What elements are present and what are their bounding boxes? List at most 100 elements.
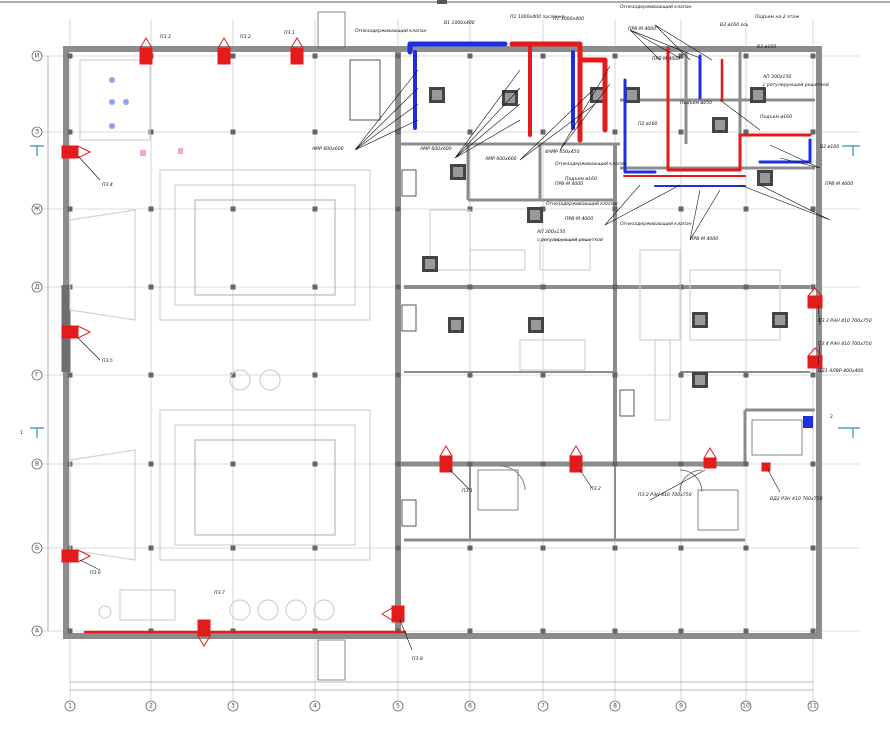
column xyxy=(612,53,618,59)
column xyxy=(467,461,473,467)
svg-text:ПРВ-М 4000: ПРВ-М 4000 xyxy=(565,216,593,222)
column xyxy=(312,284,318,290)
column-axis-6: 6 xyxy=(464,700,476,712)
svg-text:11: 11 xyxy=(809,703,817,710)
grille-icon xyxy=(429,87,445,103)
column xyxy=(67,372,73,378)
column xyxy=(612,372,618,378)
svg-text:В3 ø160: В3 ø160 xyxy=(757,44,776,50)
column xyxy=(612,461,618,467)
heater-pz7-bottom xyxy=(197,619,211,647)
column xyxy=(540,545,546,551)
column xyxy=(395,461,401,467)
svg-text:Подъем ø250: Подъем ø250 xyxy=(680,100,712,106)
svg-text:АМР 600х600: АМР 600х600 xyxy=(484,156,517,162)
svg-text:АМР 600х600: АМР 600х600 xyxy=(311,146,344,152)
column xyxy=(230,461,236,467)
machine-2 xyxy=(159,409,371,561)
grille-icon xyxy=(528,317,544,333)
svg-text:4АМР 450х450: 4АМР 450х450 xyxy=(545,149,580,155)
column xyxy=(148,129,154,135)
diffusers xyxy=(422,87,788,388)
column xyxy=(230,53,236,59)
column xyxy=(678,284,684,290)
column-axis-2: 2 xyxy=(145,700,157,712)
column xyxy=(678,461,684,467)
svg-text:2: 2 xyxy=(149,703,153,710)
grille-icon xyxy=(450,164,466,180)
column xyxy=(312,461,318,467)
grille-icon xyxy=(448,317,464,333)
heater-pz4-left xyxy=(61,145,92,159)
column xyxy=(743,628,749,634)
column xyxy=(148,545,154,551)
column xyxy=(540,284,546,290)
column xyxy=(678,206,684,212)
exhaust-fan-right xyxy=(803,416,813,428)
column xyxy=(395,53,401,59)
grille-icon xyxy=(692,372,708,388)
column xyxy=(540,372,546,378)
column xyxy=(810,129,816,135)
column xyxy=(148,461,154,467)
svg-text:П1 1000х400: П1 1000х400 xyxy=(553,16,584,22)
axis-grid xyxy=(42,20,860,700)
svg-text:ПЗ.4: ПЗ.4 xyxy=(102,182,113,188)
svg-text:ПРВ-М 4000: ПРВ-М 4000 xyxy=(690,236,718,242)
heater-pz1-right xyxy=(703,447,717,469)
column xyxy=(148,372,154,378)
heater-pz2-right xyxy=(761,462,771,472)
svg-text:ПЗ.1: ПЗ.1 xyxy=(462,488,473,494)
svg-text:В: В xyxy=(35,461,39,468)
svg-text:ПЗ.2 РЭН 410 700х750: ПЗ.2 РЭН 410 700х750 xyxy=(638,492,692,498)
column-axis-1: 1 xyxy=(64,700,76,712)
svg-text:ПЗ.7: ПЗ.7 xyxy=(214,590,225,596)
svg-text:В1 1000х400: В1 1000х400 xyxy=(444,20,475,26)
svg-text:4: 4 xyxy=(313,703,317,710)
column xyxy=(678,129,684,135)
heater-pz5-left xyxy=(61,325,92,339)
grille-icon xyxy=(692,312,708,328)
column xyxy=(612,129,618,135)
grille-icon xyxy=(422,256,438,272)
svg-text:Ж: Ж xyxy=(34,206,41,213)
svg-text:ПРВ-М 4000: ПРВ-М 4000 xyxy=(555,181,583,187)
structural-columns xyxy=(67,53,816,634)
svg-text:ПЗ.3 РЭН 410 700х750: ПЗ.3 РЭН 410 700х750 xyxy=(818,318,872,324)
svg-text:АМР 600х600: АМР 600х600 xyxy=(419,146,452,152)
column xyxy=(312,545,318,551)
bottom-dimension-chain xyxy=(70,681,813,691)
column xyxy=(810,461,816,467)
column xyxy=(230,372,236,378)
heater-pz2-top xyxy=(217,37,231,65)
column xyxy=(810,284,816,290)
heater-pz1-mid xyxy=(439,445,453,473)
column xyxy=(743,461,749,467)
svg-text:В2 ø160: В2 ø160 xyxy=(820,144,839,150)
svg-text:с регулирующей решеткой: с регулирующей решеткой xyxy=(537,237,603,243)
column-axis-3: 3 xyxy=(227,700,239,712)
svg-text:ПРВ-М 4000: ПРВ-М 4000 xyxy=(825,181,853,187)
column xyxy=(467,129,473,135)
svg-text:ПЗ.2: ПЗ.2 xyxy=(240,34,251,40)
heater-pz1-top xyxy=(290,37,304,65)
heater-pz2-mid xyxy=(569,445,583,473)
column xyxy=(612,206,618,212)
svg-text:З: З xyxy=(35,129,39,136)
column xyxy=(540,628,546,634)
row-axis-d: Д xyxy=(31,281,43,293)
leader-lines xyxy=(77,24,831,651)
column xyxy=(395,545,401,551)
grille-icon xyxy=(527,207,543,223)
column xyxy=(540,53,546,59)
grille-icon xyxy=(712,117,728,133)
svg-text:АП 300х150: АП 300х150 xyxy=(536,229,565,235)
svg-text:В3 ø160 ось: В3 ø160 ось xyxy=(720,22,749,28)
heater-pz3-right xyxy=(806,287,824,309)
heater-pz3-top xyxy=(139,37,153,65)
svg-text:ВД1 АЛВР 400х400: ВД1 АЛВР 400х400 xyxy=(818,368,863,374)
column xyxy=(678,53,684,59)
column xyxy=(395,129,401,135)
svg-text:П1 1000х400 заслонка: П1 1000х400 заслонка xyxy=(510,14,565,20)
